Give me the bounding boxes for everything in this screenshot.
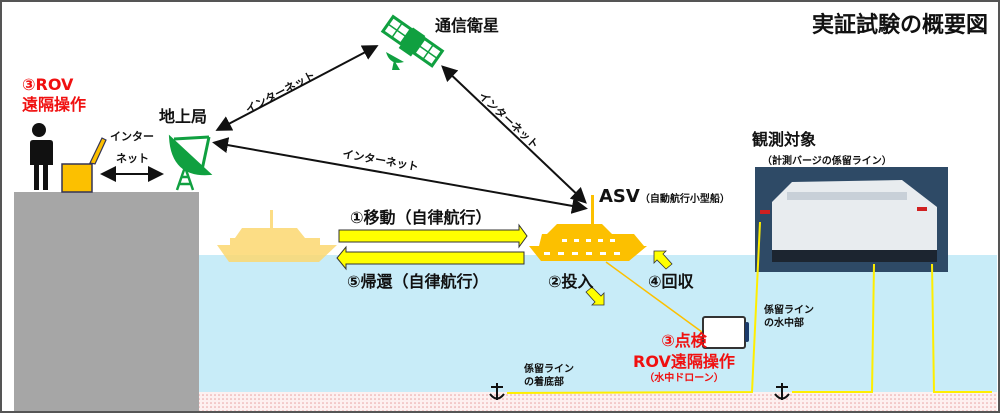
arrow-ground-satellite [215,45,379,131]
step-inspect-line1: ③点検 [661,331,707,350]
internet-short-line2: ネット [116,152,149,165]
operator-person-icon [28,123,53,190]
mooring-lines [506,221,992,394]
deploy-arrow [585,286,605,306]
step-inspect-sub: （水中ドローン） [644,373,724,384]
step-return-label: ⑤帰還（自律航行） [347,272,489,291]
rov-tether [605,261,703,333]
step-inspect-line2: ROV遠隔操作 [633,352,735,371]
mooring-water-line2: の水中部 [764,318,804,329]
land-pier [14,192,199,411]
step-deploy-label: ②投入 [548,272,594,291]
internet-short-label: インターネット [110,126,154,170]
move-arrow [338,223,528,249]
seabed [197,392,997,411]
satellite-icon [380,14,445,68]
step-inspect-label: ③点検 ROV遠隔操作 （水中ドローン） [620,330,748,386]
asv-sub-label: （自動航行小型船） [639,194,730,205]
mooring-bottom-label: 係留ラインの着底部 [524,363,574,389]
controller-box-icon [61,137,107,193]
step-move-label: ①移動（自律航行） [350,208,492,227]
satellite-antenna-icon [386,52,404,70]
anchor-icon [774,383,790,400]
step-recover-label: ④回収 [648,272,694,291]
rov-operator-line1: ③ROV [22,75,74,94]
rov-drone-icon [702,316,749,349]
target-label: 観測対象 [752,130,817,149]
asv-label: ASV（自動航行小型船） [599,186,730,207]
faded-ship-icon [217,210,337,262]
mooring-water-label: 係留ラインの水中部 [764,304,814,330]
ground-station-label: 地上局 [159,107,208,126]
arrow-ground-asv [212,137,588,214]
mooring-bottom-line1: 係留ライン [524,364,574,375]
barge-photo [755,167,948,272]
rov-operator-line2: 遠隔操作 [22,95,87,114]
return-arrow [336,245,525,271]
mooring-water-line1: 係留ライン [764,305,814,316]
ground-station-dish-icon [168,134,213,191]
satellite-label: 通信衛星 [435,16,500,35]
diagram-title: 実証試験の概要図 [811,13,988,38]
sea [197,255,997,395]
anchor-icon [489,383,505,400]
asv-ship-icon [529,195,647,261]
mooring-bottom-line2: の着底部 [524,377,564,388]
target-sub-label: （計測バージの係留ライン） [762,156,892,167]
internet-short-line1: インター [110,130,154,143]
recover-arrow [653,250,673,270]
asv-label-text: ASV [599,186,640,207]
